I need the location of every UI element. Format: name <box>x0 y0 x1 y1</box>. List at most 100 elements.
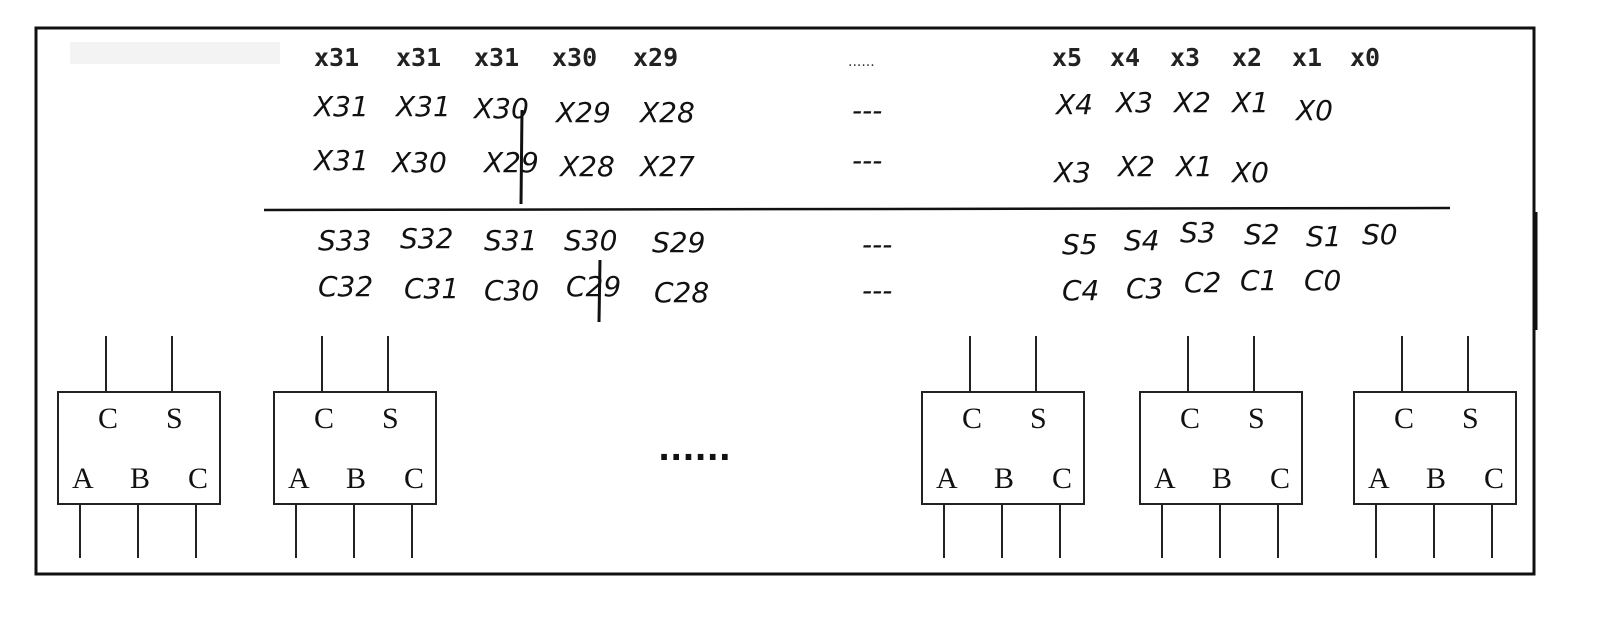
full-adder-box <box>273 391 437 505</box>
pen-stroke <box>597 259 602 323</box>
adder-input-label: B <box>994 462 1014 495</box>
row-shift1-right-label: X4 <box>1054 88 1093 121</box>
adder-input-label: C <box>404 462 424 495</box>
row-shift2-right-label: X3 <box>1052 156 1091 189</box>
outer-frame <box>34 26 1536 576</box>
adder-output-label: S <box>1030 402 1047 435</box>
adder-input-label: A <box>72 462 94 495</box>
row-sum-label: S31 <box>484 224 537 257</box>
row-shift1-right-label: X2 <box>1172 86 1211 119</box>
adder-input-label: B <box>346 462 366 495</box>
row-sum: S33 S32 S31 S30 S29 --- S5 S4 S3 S2 S1 S… <box>318 216 1398 261</box>
adder-input-label: C <box>1052 462 1072 495</box>
adder-input-label: A <box>936 462 958 495</box>
row-sum-label: S30 <box>564 224 617 257</box>
row-carry-label: C28 <box>654 276 709 309</box>
row-carry: C32 C31 C30 C29 C28 --- C4 C3 C2 C1 C0 <box>318 264 1341 309</box>
adder-output-label: C <box>1180 402 1200 435</box>
adder-output-label: C <box>1394 402 1414 435</box>
row-carry-right-label: C2 <box>1184 266 1221 299</box>
adder-input-label: B <box>1426 462 1446 495</box>
row-carry-right-label: C1 <box>1240 264 1277 297</box>
adder-input-label: C <box>1484 462 1504 495</box>
adder-output-label: S <box>166 402 183 435</box>
full-adder-box <box>57 391 221 505</box>
adder-output-label: C <box>314 402 334 435</box>
full-adder-box <box>1139 391 1303 505</box>
row-sum-label: S32 <box>400 222 453 255</box>
row-top-right-label: x0 <box>1350 43 1380 72</box>
row-sum-right-label: S4 <box>1124 224 1160 257</box>
row-carry-right-label: C4 <box>1062 274 1099 307</box>
row-shift2-label: X27 <box>638 150 695 183</box>
row-shift2-ellipsis: --- <box>852 144 882 177</box>
row-shift1-label: X30 <box>472 92 529 125</box>
row-sum-right-label: S2 <box>1244 218 1280 251</box>
adder-input-label: C <box>188 462 208 495</box>
row-carry-label: C31 <box>404 272 459 305</box>
adder-input-label: C <box>1270 462 1290 495</box>
row-top-right-label: x4 <box>1110 43 1140 72</box>
row-sum-right-label: S3 <box>1180 216 1216 249</box>
row-shift2: X31 X30 X29 X28 X27 --- X3 X2 X1 X0 <box>312 144 1269 189</box>
row-top-right-label: x5 <box>1052 43 1082 72</box>
row-shift1-right-label: X0 <box>1294 94 1333 127</box>
row-top-label: x31 <box>314 43 359 72</box>
sum-separator-line <box>263 206 1451 212</box>
row-shift1-label: X31 <box>394 90 451 123</box>
row-shift1-right-label: X1 <box>1230 86 1269 119</box>
row-shift2-right-label: X2 <box>1116 150 1155 183</box>
row-sum-right-label: S0 <box>1362 218 1398 251</box>
row-shift2-label: X30 <box>390 146 447 179</box>
adder-input-label: A <box>288 462 310 495</box>
row-carry-label: C30 <box>484 274 539 307</box>
row-sum-label: S33 <box>318 224 371 257</box>
adder-output-label: S <box>1248 402 1265 435</box>
adder-output-label: S <box>382 402 399 435</box>
row-carry-label: C29 <box>566 270 621 303</box>
row-carry-right-label: C0 <box>1304 264 1341 297</box>
row-shift1-label: X29 <box>554 96 611 129</box>
row-top-ellipsis: ...... <box>848 54 875 70</box>
row-carry-label: C32 <box>318 270 373 303</box>
row-sum-right-label: S1 <box>1306 220 1342 253</box>
smudge <box>70 42 280 64</box>
row-sum-ellipsis: --- <box>862 228 892 261</box>
row-top-right-label: x1 <box>1292 43 1322 72</box>
row-shift1: X31 X31 X30 X29 X28 --- X4 X3 X2 X1 X0 <box>312 86 1333 129</box>
row-shift2-label: X28 <box>558 150 615 183</box>
row-sum-right-label: S5 <box>1062 228 1098 261</box>
row-sum-label: S29 <box>652 226 705 259</box>
row-shift2-right-label: X1 <box>1174 150 1213 183</box>
adder-input-label: A <box>1368 462 1390 495</box>
adder-output-label: C <box>98 402 118 435</box>
row-shift1-label: X28 <box>638 96 695 129</box>
row-top-right-label: x2 <box>1232 43 1262 72</box>
row-carry-right-label: C3 <box>1126 272 1163 305</box>
adder-input-label: B <box>130 462 150 495</box>
row-top-label: x29 <box>633 43 678 72</box>
row-shift1-ellipsis: --- <box>852 94 882 127</box>
row-shift1-right-label: X3 <box>1114 86 1153 119</box>
adder-output-label: C <box>962 402 982 435</box>
adder-input-label: B <box>1212 462 1232 495</box>
row-shift2-label: X29 <box>482 146 539 179</box>
adder-ellipsis: ...... <box>658 430 731 468</box>
pen-stroke <box>519 109 524 205</box>
row-top-right-label: x3 <box>1170 43 1200 72</box>
row-top-label: x31 <box>474 43 519 72</box>
row-top: x31 x31 x31 x30 x29 ...... x5 x4 x3 x2 x… <box>314 43 1380 72</box>
row-shift2-right-label: X0 <box>1230 156 1269 189</box>
adder-output-label: S <box>1462 402 1479 435</box>
row-shift1-label: X31 <box>312 90 369 123</box>
adder-input-label: A <box>1154 462 1176 495</box>
row-carry-ellipsis: --- <box>862 274 892 307</box>
row-top-label: x30 <box>552 43 597 72</box>
